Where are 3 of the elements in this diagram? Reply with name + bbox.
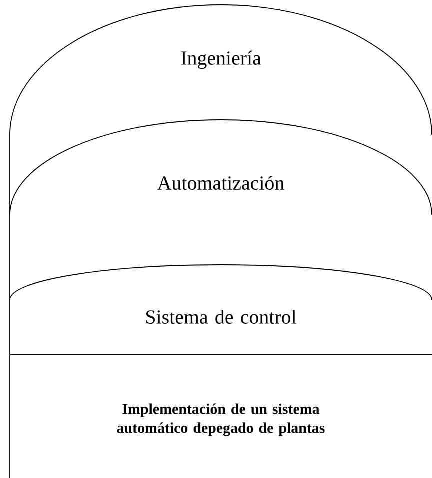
band: Implementación de un sistema automático depegado de plantas: [10, 354, 325, 478]
band: Sistema de control: [10, 264, 432, 356]
band: Automatización: [10, 120, 432, 300]
